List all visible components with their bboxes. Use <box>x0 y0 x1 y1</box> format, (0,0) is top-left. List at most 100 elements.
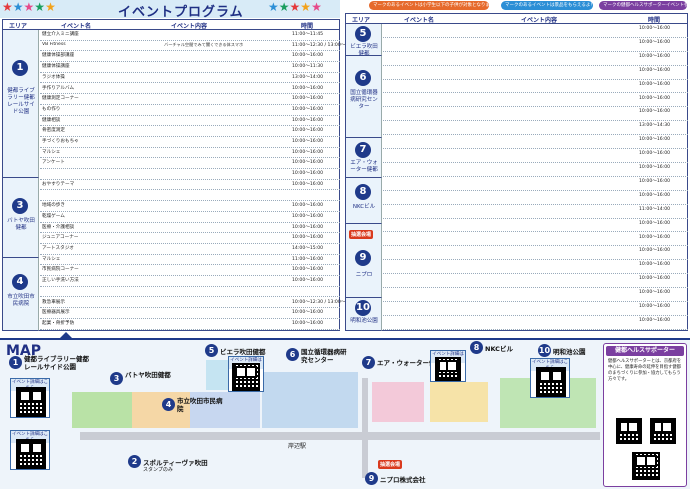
table-row: 10:00〜16:00 <box>383 191 688 205</box>
qr-box-8[interactable]: イベント詳細はこちら <box>430 350 466 382</box>
map-label-10: 明和池公園 <box>553 348 586 356</box>
star-icon: ★ <box>45 0 56 14</box>
event-time: 10:00〜16:00 <box>639 67 671 73</box>
area-name: ビエラ吹田健都 <box>350 44 378 57</box>
area-name: エア・ウォーター健都 <box>350 160 378 173</box>
event-time: 10:00〜16:00 <box>292 171 324 177</box>
event-name: 骨密度測定 <box>42 128 65 134</box>
event-time: 10:00〜16:00 <box>639 137 671 143</box>
map-marker-4: 4 <box>162 398 175 411</box>
event-name: 健康測定コーナー <box>42 96 79 102</box>
event-time: 10:00〜16:00 <box>639 248 671 254</box>
event-time: 10:00〜16:00 <box>639 234 671 240</box>
page-title: イベントプログラム <box>118 5 244 20</box>
area-block-1: 1 健都ライブラリー健都レールサイド公園 <box>3 30 39 178</box>
qr-box-1b[interactable]: イベント詳細はこちら <box>10 430 50 470</box>
map-label-4: 市立吹田市民病院 <box>177 397 223 413</box>
col-event-header: イベント名 <box>404 17 435 24</box>
qr-code-icon[interactable] <box>616 418 642 444</box>
map-title: MAP <box>6 343 42 359</box>
table-row: 乾燥ゲーム 10:00〜16:00 <box>40 212 340 223</box>
map-marker-3: 3 <box>110 372 123 385</box>
event-time: 10:00〜16:00 <box>292 310 324 316</box>
event-time: 10:00〜16:00 <box>292 203 324 209</box>
table-row: 正しい手洗い方法 10:00〜16:00 <box>40 276 340 287</box>
right-program-table: エリア イベント名 イベント内容 時間 5 ビエラ吹田健都 6 国立循環器病研究… <box>345 13 688 331</box>
event-time: 10:00〜16:00 <box>639 317 671 323</box>
table-row: 10:00〜16:00 <box>383 246 688 261</box>
area-block-6: 6 国立循環器病研究センター <box>346 56 382 138</box>
event-time: 10:00〜16:00 <box>292 224 324 230</box>
qr-code-icon <box>232 363 260 391</box>
col-desc-header: イベント内容 <box>521 17 558 24</box>
legend-prize-pill: マークのあるイベントは景品をもらえるよ！ <box>501 1 593 10</box>
event-time: 10:00〜16:00 <box>292 278 324 284</box>
table-row: 10:00〜16:00 <box>383 52 688 66</box>
event-time: 10:00〜16:00 <box>292 139 324 144</box>
map-marker-7: 7 <box>362 356 375 369</box>
road <box>80 432 600 440</box>
table-row: 10:00〜16:00 <box>383 302 688 316</box>
event-time: 10:00〜16:00 <box>639 262 671 268</box>
event-time: 10:00〜16:00 <box>639 53 671 59</box>
event-time: 10:00〜16:00 <box>639 165 671 170</box>
area-number-badge: 1 <box>12 60 28 76</box>
event-time: 10:00〜16:00 <box>292 149 324 155</box>
star-icon: ★ <box>23 0 35 14</box>
event-time: 10:00〜16:00 <box>639 39 671 45</box>
qr-box-10[interactable]: イベント詳細はこちら <box>530 358 570 398</box>
area-block-10: 10 明和池公園 <box>346 298 382 331</box>
event-time: 10:00〜16:00 <box>292 213 324 219</box>
event-name: 救急車展示 <box>42 299 65 305</box>
area-block-library-park <box>72 392 132 428</box>
event-time: 10:00〜16:00 <box>639 26 671 31</box>
map-marker-10: 10 <box>538 344 551 357</box>
area-name: 健都ライブラリー健都レールサイド公園 <box>7 88 35 115</box>
event-time: 10:00〜16:00 <box>292 235 324 241</box>
event-name: VB Fitness <box>42 41 66 47</box>
event-time: 10:00〜16:00 <box>639 95 671 101</box>
event-name: アートスタジオ <box>42 246 74 251</box>
event-time: 10:00〜16:00 <box>292 181 324 187</box>
col-event-header: イベント名 <box>61 23 92 30</box>
qr-code-icon[interactable] <box>650 418 676 444</box>
qr-code-icon[interactable] <box>632 452 660 480</box>
area-number-badge: 4 <box>12 274 28 290</box>
event-time: 13:00〜14:00 <box>292 74 324 80</box>
area-block-nkc <box>430 382 488 422</box>
event-name: 地域の歩き <box>42 203 65 209</box>
table-row <box>40 287 340 298</box>
map-marker-6: 6 <box>286 348 299 361</box>
health-supporter-title: 健都ヘルスサポーター <box>606 346 684 356</box>
area-number-badge: 6 <box>355 70 371 86</box>
event-time: 10:00〜16:00 <box>292 85 324 91</box>
table-row: 13:00〜14:30 <box>383 121 688 136</box>
qr-box-1[interactable]: イベント詳細はこちら <box>10 378 50 418</box>
event-name: ジュニアコーナー <box>42 235 79 241</box>
map-stamp-note: スタンプのみ <box>143 467 173 473</box>
event-time: 10:00〜16:00 <box>292 160 324 166</box>
qr-code-icon <box>16 439 46 469</box>
map-marker-2: 2 <box>128 455 141 468</box>
star-icon: ★ <box>268 0 279 14</box>
event-description: バーチャル空間でみて聞くできる体スマホ <box>164 41 244 47</box>
event-name: 正しい手洗い方法 <box>42 278 79 284</box>
star-icon: ★ <box>311 0 322 14</box>
event-time: 10:00〜11:30 <box>292 64 324 70</box>
col-area-header: エリア <box>9 23 28 30</box>
table-row: 10:00〜16:00 <box>383 94 688 108</box>
qr-box-5[interactable]: イベント詳細はこちら <box>228 356 264 392</box>
area-block-ncvc <box>262 372 358 428</box>
event-name: 乾燥ゲーム <box>42 213 65 219</box>
map-label-9: ニプロ株式会社 <box>380 476 426 484</box>
event-name: 起業・骨折予防 <box>42 320 75 326</box>
event-time: 10:00〜16:00 <box>639 276 671 282</box>
event-time: 10:00〜16:00 <box>639 151 671 157</box>
